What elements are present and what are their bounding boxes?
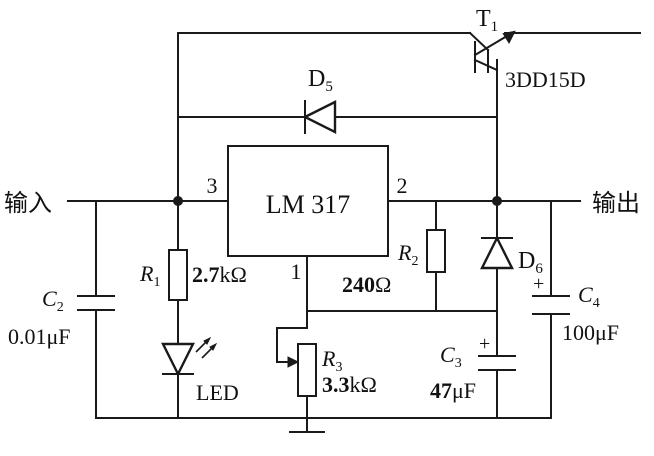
r3-ref-sub: 3: [335, 360, 342, 375]
r2-body: [426, 229, 446, 273]
t1-emitter-arrow: [502, 30, 516, 45]
r1-ref-sub: 1: [153, 275, 160, 290]
lm317-label: LM 317: [266, 190, 351, 219]
r3-ref-letter: R: [321, 346, 336, 371]
resistor-r1: R1 2.7kΩ: [139, 249, 247, 301]
r3-body: [297, 343, 317, 397]
d6-triangle: [480, 235, 514, 270]
input-label: 输入: [4, 189, 52, 217]
transistor-t1: T1 3DD15D: [473, 6, 586, 92]
c4-value: 100μF: [562, 320, 619, 345]
d5-triangle: [302, 100, 337, 134]
t1-ref-sub: 1: [491, 19, 499, 35]
wire-collector: [468, 31, 490, 52]
r3-wiper-arrow: [287, 356, 300, 368]
d6-ref-letter: D: [518, 248, 535, 274]
r3-value: 3.3kΩ: [322, 372, 377, 397]
r1-ref: R1: [139, 261, 160, 290]
r3-value-num: 3.3: [322, 372, 350, 397]
c3-ref-letter: C: [440, 342, 455, 367]
c4-polarity: +: [533, 273, 544, 295]
r2-ref: R2: [397, 240, 418, 269]
c3-value: 47μF: [430, 378, 476, 403]
diode-d5: D5: [302, 66, 337, 134]
r1-body: [168, 249, 188, 301]
c4-ref: C4: [578, 282, 600, 311]
wires: [67, 31, 641, 433]
led-triangle: [161, 342, 195, 377]
c2-value: 0.01μF: [8, 324, 71, 349]
r2-value-num: 240: [342, 272, 375, 297]
c4-ref-letter: C: [578, 282, 593, 307]
r3-value-unit: kΩ: [350, 372, 377, 397]
c3-polarity: +: [479, 333, 490, 355]
diode-d6: D6: [480, 235, 543, 277]
lm317-pin-in: 3: [207, 173, 218, 198]
d6-ref: D6: [518, 248, 543, 277]
junction-input: [173, 196, 183, 206]
led-label: LED: [196, 380, 239, 405]
c3-value-unit: μF: [452, 378, 476, 403]
junction-dots: [173, 196, 502, 206]
r3-ref: R3: [321, 346, 342, 375]
c4-ref-sub: 4: [593, 296, 600, 311]
c2-ref-sub: 2: [57, 300, 64, 315]
resistor-r2: R2 240Ω: [342, 229, 446, 297]
t1-ref: T1: [476, 6, 498, 35]
junction-output: [492, 196, 502, 206]
led-ray-arrow-2: [209, 342, 218, 351]
lm317-ic: LM 317 3 2 1: [207, 145, 408, 284]
t1-ref-letter: T: [476, 6, 491, 32]
r1-value-unit: kΩ: [220, 262, 247, 287]
capacitor-c4: + C4 100μF: [532, 273, 619, 345]
lm317-pin-out: 2: [397, 173, 408, 198]
d5-ref: D5: [308, 66, 333, 95]
r2-ref-sub: 2: [411, 254, 418, 269]
led-ray-arrow-1: [203, 336, 212, 345]
c2-ref-letter: C: [42, 286, 57, 311]
c3-ref: C3: [440, 342, 462, 371]
led: LED: [161, 336, 239, 405]
t1-model: 3DD15D: [505, 67, 586, 92]
r2-ref-letter: R: [397, 240, 412, 265]
c3-value-num: 47: [430, 378, 452, 403]
capacitor-c2: C2 0.01μF: [8, 286, 115, 349]
lm317-pin-adj: 1: [291, 259, 302, 284]
r1-ref-letter: R: [139, 261, 154, 286]
r2-value-unit: Ω: [375, 272, 391, 297]
output-label: 输出: [592, 189, 640, 217]
r2-value: 240Ω: [342, 272, 391, 297]
r1-value: 2.7kΩ: [192, 262, 247, 287]
capacitor-c3: + C3 47μF: [430, 333, 516, 403]
d6-ref-sub: 6: [535, 261, 543, 277]
potentiometer-r3: R3 3.3kΩ: [287, 343, 377, 397]
r1-value-num: 2.7: [192, 262, 220, 287]
d5-ref-letter: D: [308, 66, 325, 92]
t1-collector: [473, 58, 499, 72]
c2-ref: C2: [42, 286, 64, 315]
c3-ref-sub: 3: [455, 356, 462, 371]
d5-ref-sub: 5: [325, 79, 333, 95]
lm317-body: [227, 145, 389, 257]
